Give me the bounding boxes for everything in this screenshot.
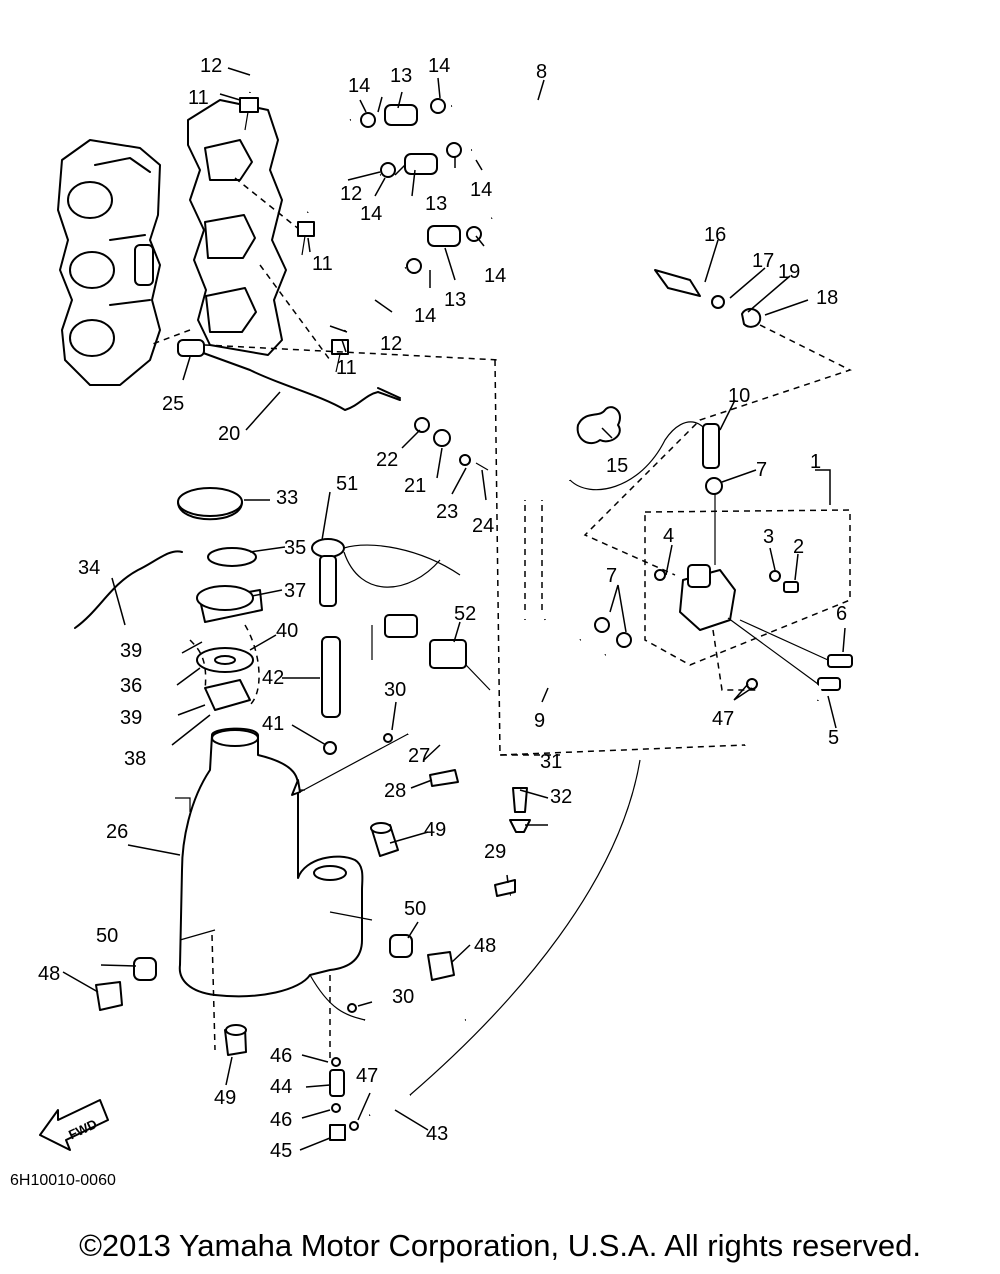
callout-47-lower: 47 [356,1065,378,1087]
callout-11-mid: 11 [312,253,333,275]
callout-46-upper: 46 [270,1045,292,1067]
callout-38: 38 [124,748,146,770]
callout-28: 28 [384,780,406,802]
hose-27-43 [299,678,822,1141]
level-sender-parts [311,538,491,755]
callout-10: 10 [728,385,750,407]
callout-30-lower: 30 [392,986,414,1008]
fwd-arrow: FWD [39,1099,109,1151]
callout-8: 8 [536,61,547,83]
callout-6: 6 [836,603,847,625]
callout-13-low: 13 [444,289,466,311]
long-hoses-8 [451,90,574,615]
callout-labels: 1 2 3 4 5 6 7 7 8 9 10 11 11 11 12 12 12… [38,55,847,1162]
callout-14-c: 14 [360,203,382,225]
callout-46-lower: 46 [270,1109,292,1131]
callout-13-mid: 13 [425,193,447,215]
callout-33: 33 [276,487,298,509]
callout-12-top: 12 [200,55,222,77]
callout-34: 34 [78,557,100,579]
callout-9: 9 [534,710,545,732]
callout-22: 22 [376,449,398,471]
callout-23: 23 [436,501,458,523]
callout-11-low: 11 [336,357,357,379]
diagram-code: 6H10010-0060 [10,1172,116,1189]
callout-51: 51 [336,473,358,495]
callout-25: 25 [162,393,184,415]
callout-36: 36 [120,675,142,697]
callout-20: 20 [218,423,240,445]
callout-1: 1 [810,451,821,473]
parts-diagram: FWD 1 2 3 4 5 6 7 7 8 9 10 11 11 11 12 1… [38,55,853,1162]
callout-14-f: 14 [484,265,506,287]
callout-37: 37 [284,580,306,602]
oil-pump-assembly [594,477,853,691]
callout-16: 16 [704,224,726,246]
callout-30-upper: 30 [384,679,406,701]
callout-47-right: 47 [712,708,734,730]
callout-2: 2 [793,536,804,558]
callout-7-upper: 7 [756,459,767,481]
drive-gear-parts [583,269,852,576]
callout-40: 40 [276,620,298,642]
callout-3: 3 [763,526,774,548]
callout-18: 18 [816,287,838,309]
callout-49-right: 49 [424,819,446,841]
callout-21: 21 [404,475,426,497]
leader-lines [62,67,846,1151]
callout-39-upper: 39 [120,640,142,662]
oil-line-20 [177,339,560,756]
callout-4: 4 [663,525,674,547]
callout-24: 24 [472,515,494,537]
callout-13-top: 13 [390,65,412,87]
callout-14-a: 14 [348,75,370,97]
callout-42: 42 [262,667,284,689]
callout-12-low: 12 [380,333,402,355]
oil-hose-group-upper [239,58,482,373]
callout-15: 15 [606,455,628,477]
callout-17: 17 [752,250,774,272]
hose-9 [521,619,608,686]
callout-45: 45 [270,1140,292,1162]
callout-39-lower: 39 [120,707,142,729]
callout-12-mid: 12 [340,183,362,205]
callout-14-b: 14 [428,55,450,77]
callout-11-top: 11 [188,87,209,109]
callout-44: 44 [270,1076,292,1098]
callout-32: 32 [550,786,572,808]
callout-27: 27 [408,745,430,767]
callout-5: 5 [828,727,839,749]
callout-50-right: 50 [404,898,426,920]
callout-48-left: 48 [38,963,60,985]
callout-35: 35 [284,537,306,559]
copyright-notice: ©2013 Yamaha Motor Corporation, U.S.A. A… [79,1228,921,1263]
callout-31: 31 [540,751,562,773]
callout-41: 41 [262,713,284,735]
callout-26: 26 [106,821,128,843]
callout-14-d: 14 [470,179,492,201]
callout-7-lower: 7 [606,565,617,587]
callout-14-e: 14 [414,305,436,327]
oil-tank-drawing [175,727,373,1060]
callout-29: 29 [484,841,506,863]
tank-mount-parts [95,822,455,1056]
callout-49-lower: 49 [214,1087,236,1109]
callout-19: 19 [778,261,800,283]
clamp-15 [576,406,621,445]
callout-48-right: 48 [474,935,496,957]
tank-cap-parts [74,487,263,711]
callout-43: 43 [426,1123,448,1145]
hose-10 [569,421,720,491]
engine-block-drawing [57,99,331,386]
callout-50-left: 50 [96,925,118,947]
callout-52: 52 [454,603,476,625]
